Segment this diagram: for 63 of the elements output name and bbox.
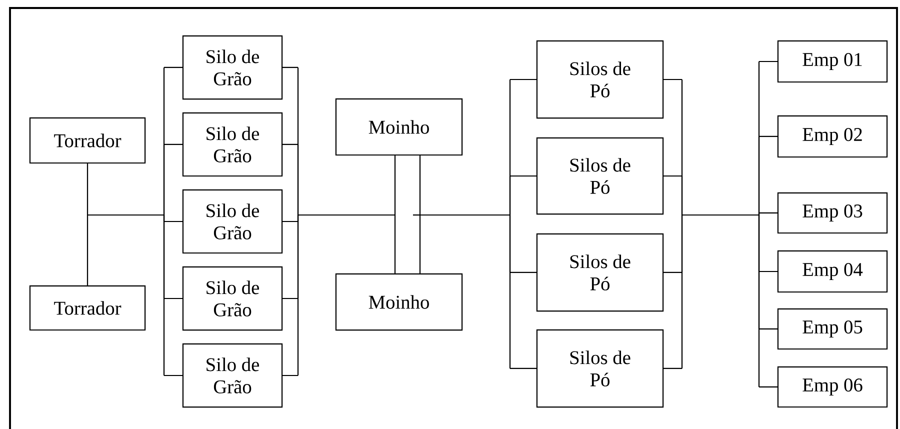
connector-line [282,374,298,376]
connector-line [282,298,298,300]
process-box: Emp 02 [777,115,888,158]
process-box: Moinho [335,98,463,156]
connector-line [413,214,510,216]
connector-line [510,78,537,80]
connector-line [394,215,396,274]
connector-line [163,144,165,215]
connector-line [282,220,298,222]
process-box: Emp 04 [777,250,888,293]
connector-line [419,155,421,215]
connector-line [663,78,682,80]
connector-line [663,368,682,370]
connector-line [682,214,759,216]
process-box: Moinho [335,273,463,331]
connector-line [759,136,778,138]
process-box: Silos de Pó [536,40,664,119]
process-box: Silo de Grão [182,343,283,408]
connector-line [297,144,299,215]
connector-line [164,144,183,146]
connector-line [297,215,299,376]
connector-line [86,215,88,286]
process-box: Emp 03 [777,192,888,234]
connector-line [510,175,537,177]
connector-line [164,66,183,68]
connector-line [88,214,164,216]
process-box: Silos de Pó [536,137,664,215]
connector-line [759,328,778,330]
process-box: Silo de Grão [182,112,283,177]
process-box: Torrador [29,117,146,164]
connector-line [510,368,537,370]
connector-line [164,298,183,300]
connector-line [758,136,760,215]
connector-line [510,272,537,274]
connector-line [509,176,511,215]
connector-line [86,163,88,215]
connector-line [394,155,396,215]
connector-line [663,175,682,177]
connector-line [759,270,778,272]
process-box: Emp 06 [777,366,888,408]
connector-line [759,212,778,214]
process-box: Silo de Grão [182,35,283,100]
connector-line [282,66,298,68]
process-box: Silo de Grão [182,266,283,331]
connector-line [164,374,183,376]
connector-line [282,144,298,146]
process-box: Emp 01 [777,40,888,83]
process-box: Torrador [29,285,146,331]
connector-line [164,220,183,222]
connector-line [663,272,682,274]
process-box: Silo de Grão [182,189,283,254]
connector-line [681,176,683,215]
process-box: Emp 05 [777,308,888,350]
connector-line [419,215,421,274]
connector-line [509,215,511,368]
connector-line [298,214,395,216]
connector-line [681,215,683,368]
connector-line [758,215,760,387]
process-box: Silos de Pó [536,329,664,408]
connector-line [759,386,778,388]
connector-line [759,60,778,62]
process-box: Silos de Pó [536,233,664,312]
connector-line [163,215,165,376]
